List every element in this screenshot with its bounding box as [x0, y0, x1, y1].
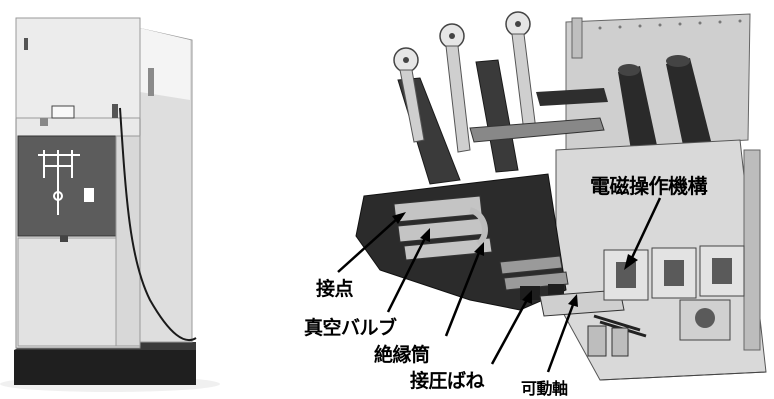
label-vacuum-valve: 真空バルブ	[304, 317, 397, 339]
label-movable-shaft: 可動軸	[521, 379, 568, 398]
label-insulation-tube: 絶縁筒	[374, 344, 430, 366]
switchgear-cabinet-photo	[0, 17, 220, 392]
label-contact-spring: 接圧ばね	[410, 370, 485, 392]
leader-arrows	[337, 197, 662, 373]
vacuum-breaker-drawing	[355, 11, 767, 381]
label-electromagnetic-mechanism: 電磁操作機構	[590, 174, 708, 198]
label-contact: 接点	[316, 278, 354, 300]
